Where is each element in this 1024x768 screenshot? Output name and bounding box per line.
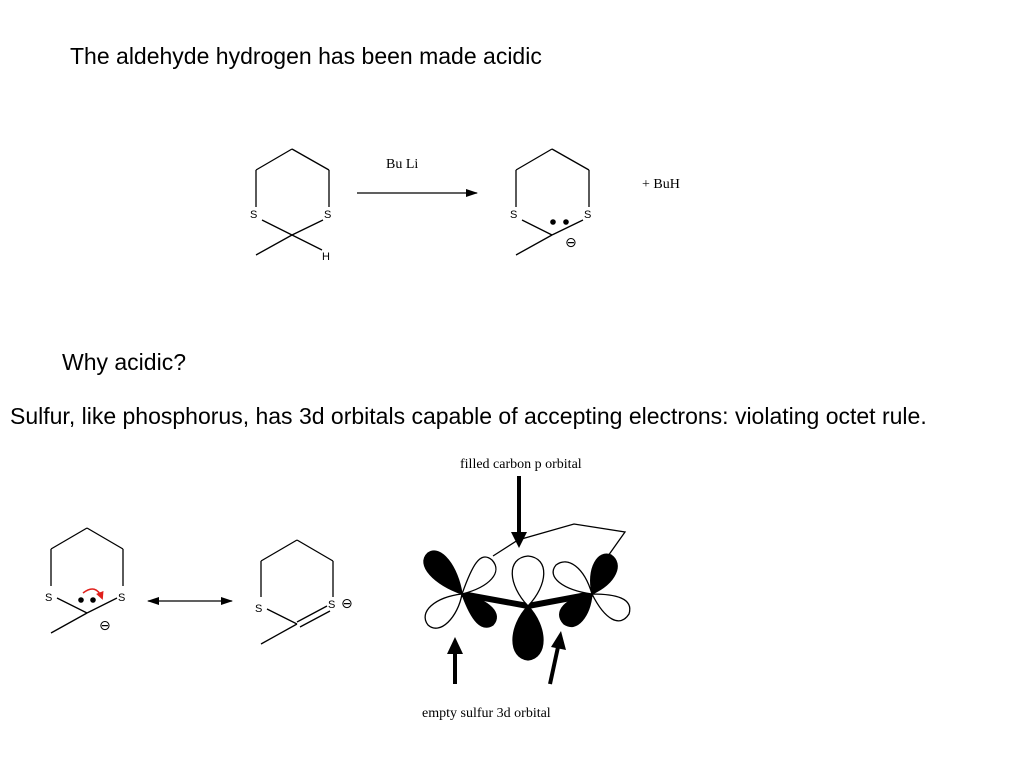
lone-pair-dot (78, 597, 84, 603)
arrowhead-icon (511, 532, 527, 548)
negative-charge-icon: ⊖ (341, 596, 353, 612)
carbon-orbital-label: filled carbon p orbital (460, 457, 582, 472)
sulfur-atom-right: S (584, 209, 591, 221)
byproduct-label: + BuH (642, 177, 680, 192)
slide-title: The aldehyde hydrogen has been made acid… (70, 43, 542, 69)
explanation-text: Sulfur, like phosphorus, has 3d orbitals… (10, 403, 927, 429)
ring-outline (492, 523, 627, 557)
carbon-sulfur-bond (461, 591, 529, 609)
sulfur-d-orbital-right (552, 553, 631, 627)
carbon-p-orbital (511, 555, 545, 661)
arrowhead-icon (551, 631, 566, 650)
question-text: Why acidic? (62, 349, 186, 375)
sulfur-atom-left: S (45, 592, 52, 604)
lone-pair-dot (550, 219, 556, 225)
arrowhead-icon (447, 637, 463, 654)
sulfur-atom-left: S (510, 209, 517, 221)
sulfur-atom-left: S (250, 209, 257, 221)
sulfur-atom-right: S (118, 592, 125, 604)
lone-pair-dot (563, 219, 569, 225)
pointer-arrow-up (548, 646, 560, 685)
resonance-carbanion (50, 527, 124, 634)
dithiane-reactant (255, 148, 330, 256)
negative-charge-icon: ⊖ (565, 235, 577, 251)
sulfur-d-orbital-left (423, 550, 497, 629)
reagent-label: Bu Li (386, 157, 418, 172)
resonance-ylide (260, 539, 334, 645)
sulfur-atom-right: S (328, 599, 335, 611)
hydrogen-atom: H (322, 251, 330, 263)
orbital-overlap-diagram: filled carbon p orbital empty sulfur 3d … (422, 457, 631, 721)
sulfur-orbital-label: empty sulfur 3d orbital (422, 706, 551, 721)
dithiane-anion-product (515, 148, 590, 256)
sulfur-atom-left: S (255, 603, 262, 615)
lone-pair-dot (90, 597, 96, 603)
sulfur-atom-right: S (324, 209, 331, 221)
curved-electron-arrow (82, 588, 104, 600)
negative-charge-icon: ⊖ (99, 618, 111, 634)
